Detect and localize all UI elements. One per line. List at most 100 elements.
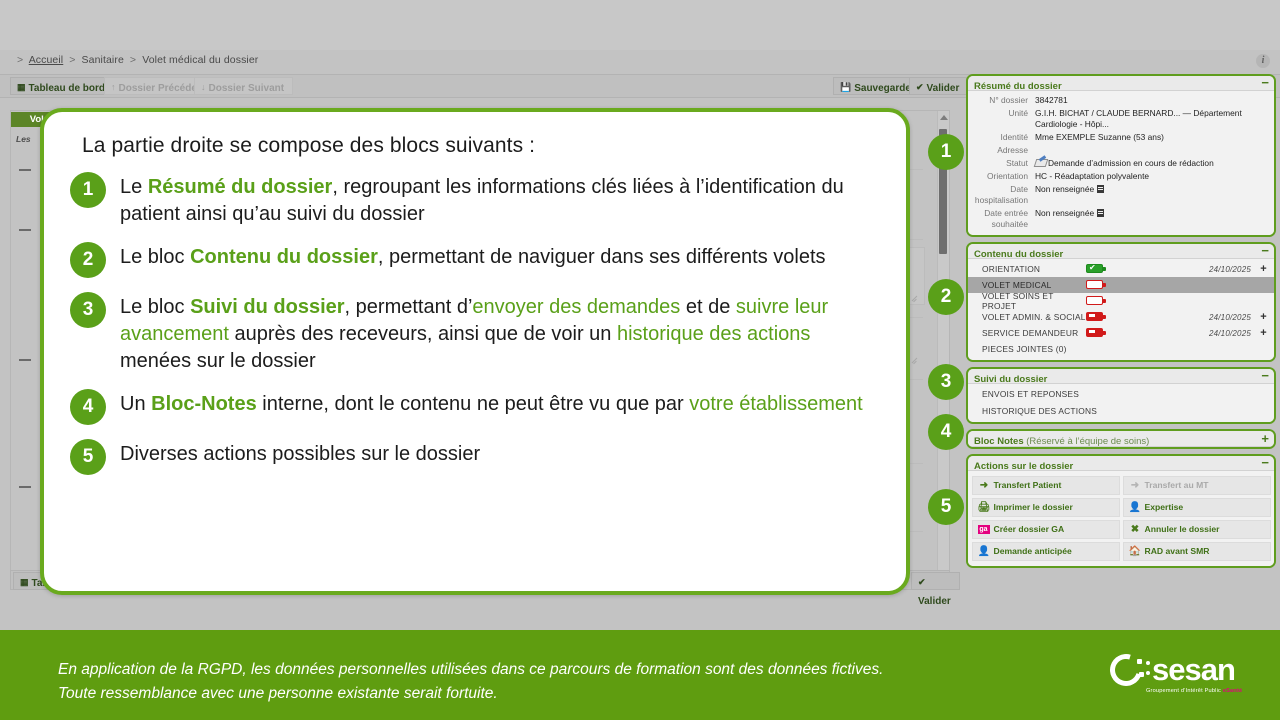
user-question-icon: 👤 <box>977 545 991 557</box>
breadcrumb: > Accueil > Sanitaire > Volet médical du… <box>14 54 258 66</box>
logo-dot-icon <box>1139 672 1144 677</box>
battery-low-icon <box>1086 327 1106 337</box>
battery-full-icon <box>1086 262 1106 274</box>
callout-list: 1 Le Résumé du dossier, regroupant les i… <box>70 172 880 475</box>
arrow-down-icon: ↓ <box>201 82 206 92</box>
callout-lead: La partie droite se compose des blocs su… <box>82 134 536 157</box>
block-suivi-dossier: Suivi du dossier − ENVOIS ET REPONSES HI… <box>966 367 1276 424</box>
block-header-suivi[interactable]: Suivi du dossier − <box>968 368 1274 385</box>
block-header-resume[interactable]: Résumé du dossier − <box>968 75 1274 92</box>
expand-icon[interactable]: + <box>1260 263 1267 275</box>
action-transfert-mt[interactable]: ➜Transfert au MT <box>1122 475 1271 495</box>
next-record-button[interactable]: ↓Dossier Suivant <box>194 77 294 95</box>
block-header-actions[interactable]: Actions sur le dossier − <box>968 455 1274 472</box>
contenu-row-orientation[interactable]: ORIENTATION 24/10/2025 + <box>968 261 1274 277</box>
field-label: Date hospitalisation <box>974 184 1028 205</box>
action-transfert-patient[interactable]: ➜Transfert Patient <box>971 475 1120 495</box>
block-title-contenu: Contenu du dossier <box>974 249 1064 260</box>
block-body-resume: N° dossier 3842781 Unité G.I.H. BICHAT /… <box>968 91 1274 235</box>
battery-empty-icon <box>1086 279 1106 289</box>
collapse-icon[interactable] <box>19 359 31 361</box>
field-row: N° dossier 3842781 <box>968 94 1274 107</box>
status-cell <box>1086 311 1116 323</box>
suivi-row-historique[interactable]: HISTORIQUE DES ACTIONS <box>982 406 1097 416</box>
action-annuler-dossier[interactable]: ✖Annuler le dossier <box>1122 519 1271 539</box>
collapse-icon[interactable] <box>19 486 31 488</box>
callout-text-1: Le Résumé du dossier, regroupant les inf… <box>120 176 844 225</box>
logo-wordmark: sesan <box>1152 652 1236 687</box>
suivi-row-envois[interactable]: ENVOIS ET REPONSES <box>982 389 1079 399</box>
save-button[interactable]: 💾Sauvegarder <box>833 77 924 95</box>
breadcrumb-item-sanitaire[interactable]: Sanitaire <box>81 54 124 66</box>
action-rad-avant-smr[interactable]: 🏠RAD avant SMR <box>1122 541 1271 561</box>
field-value: HC - Réadaptation polyvalente <box>1035 171 1150 181</box>
battery-low-icon <box>1086 311 1106 321</box>
step-badge-2: 2 <box>928 279 964 315</box>
field-label: Identité <box>1000 132 1028 142</box>
callout-text-2: Le bloc Contenu du dossier, permettant d… <box>120 246 826 268</box>
floppy-icon: 💾 <box>840 82 852 92</box>
breadcrumb-item-accueil[interactable]: Accueil <box>28 54 64 66</box>
field-value: 3842781 <box>1035 95 1068 105</box>
callout-item-1: 1 Le Résumé du dossier, regroupant les i… <box>70 172 880 228</box>
field-label: N° dossier <box>989 95 1028 105</box>
field-value-date-hosp: Non renseignée <box>1035 184 1268 206</box>
textarea-resizer[interactable] <box>911 295 918 302</box>
validate-button[interactable]: ✔Valider <box>909 77 969 95</box>
form-note: Les <box>16 134 31 144</box>
action-demande-anticipee[interactable]: 👤Demande anticipée <box>971 541 1120 561</box>
previous-record-button[interactable]: ↑Dossier Précédent <box>104 77 216 95</box>
top-strip <box>0 0 1280 50</box>
collapse-icon[interactable] <box>19 169 31 171</box>
calendar-icon[interactable] <box>1097 209 1105 217</box>
block-body-contenu: ORIENTATION 24/10/2025 + VOLET MEDICAL V… <box>968 259 1274 360</box>
collapse-icon[interactable] <box>19 229 31 231</box>
validate-button-bottom[interactable]: ✔Valider <box>911 572 960 607</box>
contenu-row-service-demandeur[interactable]: SERVICE DEMANDEUR 24/10/2025 + <box>968 325 1274 341</box>
field-value: Mme EXEMPLE Suzanne (53 ans) <box>1035 132 1164 142</box>
collapse-toggle-actions[interactable]: − <box>1261 455 1269 470</box>
contenu-row-pieces-jointes[interactable]: PIECES JOINTES (0) <box>968 341 1274 357</box>
field-label: Adresse <box>997 145 1028 155</box>
scroll-up-icon[interactable] <box>940 115 948 120</box>
collapse-toggle-resume[interactable]: − <box>1261 75 1269 90</box>
actions-grid: ➜Transfert Patient ➜Transfert au MT 🖨Imp… <box>968 472 1274 564</box>
expand-icon[interactable]: + <box>1260 327 1267 339</box>
action-imprimer-dossier[interactable]: 🖨Imprimer le dossier <box>971 497 1120 517</box>
contenu-row-volet-soins[interactable]: VOLET SOINS ET PROJET <box>968 291 1274 311</box>
user-question-icon: 👤 <box>1128 501 1142 513</box>
expand-toggle-bloc-notes[interactable]: + <box>1261 431 1269 446</box>
logo-tagline-b: eSanté <box>1222 688 1243 694</box>
collapse-toggle-suivi[interactable]: − <box>1261 368 1269 383</box>
field-label: Unité <box>1008 108 1028 118</box>
logo-colon-dot-icon <box>1146 671 1150 675</box>
contenu-row-volet-medical[interactable]: VOLET MEDICAL <box>968 277 1274 293</box>
arrow-right-icon: ➜ <box>979 479 989 491</box>
field-row: Adresse <box>968 144 1274 157</box>
breadcrumb-separator-2: > <box>129 54 137 66</box>
block-header-bloc-notes[interactable]: Bloc Notes (Réservé à l’équipe de soins)… <box>968 431 1274 447</box>
calendar-icon[interactable] <box>1097 185 1105 193</box>
callout-item-5: 5 Diverses actions possibles sur le doss… <box>70 439 880 475</box>
scroll-thumb[interactable] <box>939 129 947 254</box>
block-header-contenu[interactable]: Contenu du dossier − <box>968 243 1274 260</box>
field-label: Statut <box>1006 158 1028 168</box>
callout-text-3: Le bloc Suivi du dossier, permettant d’e… <box>120 296 829 372</box>
row-label: PIECES JOINTES (0) <box>982 344 1067 354</box>
action-label: Annuler le dossier <box>1144 523 1220 534</box>
expand-icon[interactable]: + <box>1260 311 1267 323</box>
callout-item-2: 2 Le bloc Contenu du dossier, permettant… <box>70 242 880 278</box>
info-icon[interactable]: i <box>1256 54 1270 68</box>
block-body-suivi: ENVOIS ET REPONSES HISTORIQUE DES ACTION… <box>968 384 1274 422</box>
pencil-icon <box>1033 155 1049 167</box>
block-title-suivi: Suivi du dossier <box>974 374 1048 385</box>
action-expertise[interactable]: 👤Expertise <box>1122 497 1271 517</box>
dashboard-button[interactable]: ▦Tableau de bord <box>10 77 115 95</box>
field-row: Identité Mme EXEMPLE Suzanne (53 ans) <box>968 131 1274 144</box>
textarea-resizer[interactable] <box>911 357 918 364</box>
logo-tagline: Groupement d’Intérêt Public eSanté <box>1146 688 1242 694</box>
contenu-row-volet-admin[interactable]: VOLET ADMIN. & SOCIAL 24/10/2025 + <box>968 309 1274 325</box>
collapse-toggle-contenu[interactable]: − <box>1261 243 1269 258</box>
logo-tagline-a: Groupement d’Intérêt Public <box>1146 688 1223 694</box>
